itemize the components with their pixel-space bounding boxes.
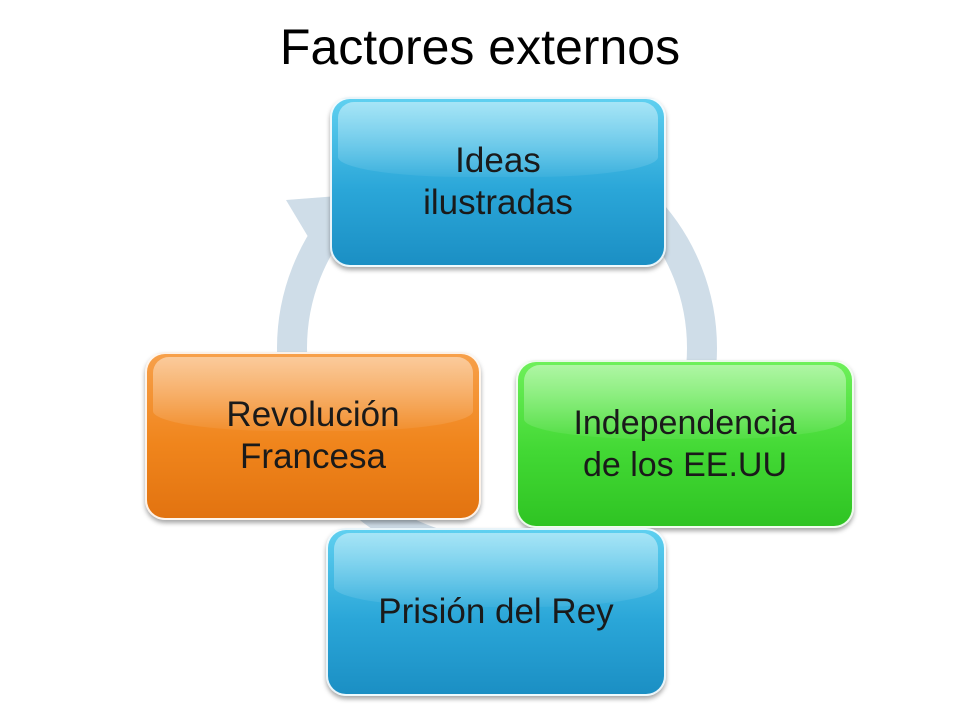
cycle-arrowhead: [286, 196, 338, 240]
cycle-node-label: Prisión del Rey: [378, 592, 614, 631]
slide-title: Factores externos: [279, 19, 681, 75]
cycle-node-revolucion-francesa: Revolución Francesa: [145, 352, 481, 520]
cycle-node-label: Ideas ilustradas: [423, 141, 573, 222]
cycle-node-prision-del-rey: Prisión del Rey: [326, 528, 666, 696]
cycle-node-label: Revolución Francesa: [226, 395, 400, 476]
cycle-node-label: Independencia de los EE.UU: [573, 404, 797, 484]
cycle-node-independencia: Independencia de los EE.UU: [516, 360, 854, 528]
cycle-node-ideas-ilustradas: Ideas ilustradas: [330, 97, 666, 267]
